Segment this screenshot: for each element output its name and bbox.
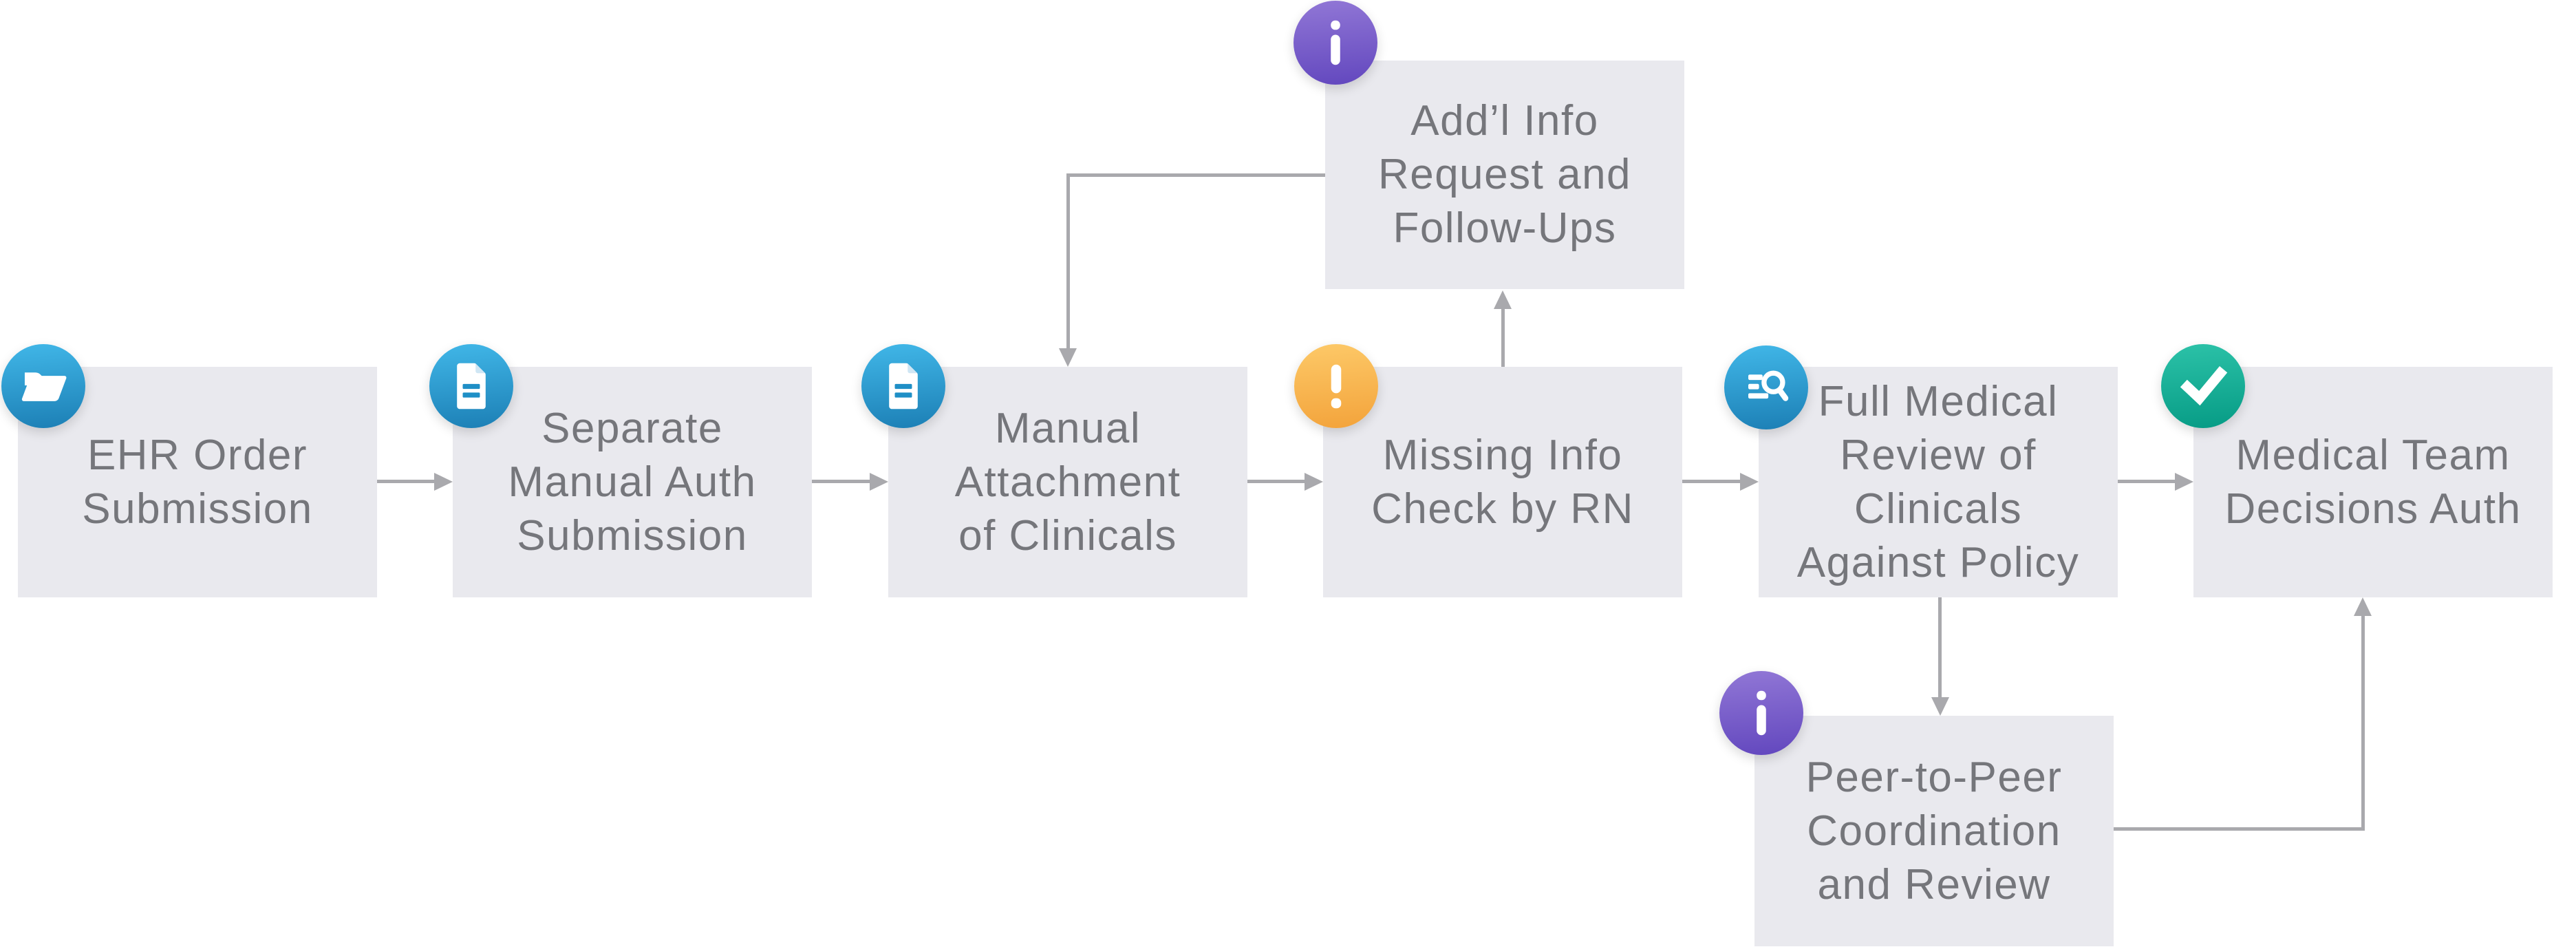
checkmark-icon [2161,344,2245,428]
node-separate-manual-auth-submission: Separate Manual Auth Submission [429,344,812,597]
node-label: Medical Team Decisions Auth [2224,431,2522,533]
node-missing-info-check-by-rn: Missing Info Check by RN [1294,344,1682,597]
info-icon [1719,671,1803,755]
node-manual-attachment-of-clinicals: Manual Attachment of Clinicals [861,344,1247,597]
node-label: Add’l Info Request and Follow-Ups [1377,97,1632,252]
node-peer-to-peer: Peer-to-Peer Coordination and Review [1719,671,2114,946]
node-full-medical-review: Full Medical Review of Clinicals Against… [1724,345,2118,597]
node-label: Missing Info Check by RN [1371,431,1634,533]
node-label: Manual Attachment of Clinicals [954,404,1181,560]
node-label: EHR Order Submission [82,431,313,533]
info-icon [1294,1,1377,85]
document-search-icon [1724,345,1808,429]
node-label: Peer-to-Peer Coordination and Review [1805,753,2063,908]
node-medical-team-decisions-auth: Medical Team Decisions Auth [2161,344,2553,597]
document-icon [429,344,513,428]
exclamation-icon [1294,344,1378,428]
node-addl-info-request: Add’l Info Request and Follow-Ups [1294,1,1684,289]
document-icon [861,344,945,428]
node-label: Separate Manual Auth Submission [508,404,757,560]
node-ehr-order-submission: EHR Order Submission [1,344,377,597]
node-label: Full Medical Review of Clinicals Against… [1796,377,2080,586]
folder-open-icon [1,344,85,428]
